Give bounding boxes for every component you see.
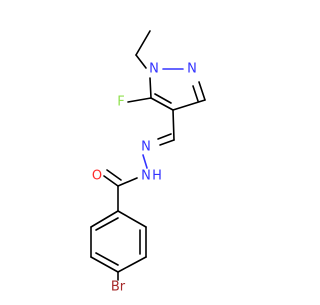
bond-ch-n-imine-double [157, 133, 172, 140]
atom-h-amide: H [152, 169, 162, 184]
bond-c4-ch [172, 109, 175, 141]
bond-n-amide-carbonyl [117, 177, 138, 187]
atom-n-imine: N [141, 140, 151, 155]
bond-ethyl-ch2-n1 [135, 54, 147, 69]
bond-c3-c4 [172, 99, 206, 111]
bond-ch-n-imine [159, 139, 175, 146]
bond-c4-c5 [150, 97, 174, 111]
bond-c5-n1 [149, 77, 152, 99]
bond-n-imine-n-amide [142, 154, 148, 169]
bond-carbonyl-o [103, 175, 119, 187]
bond-ar3-ar4 [117, 256, 147, 273]
bond-ar6-ar1 [90, 210, 119, 228]
molecule-canvas: N N F N N H O Br [90, 30, 206, 295]
bond-ar4-ar5-double [95, 252, 119, 266]
bond-n2-c3-double [192, 85, 199, 102]
bond-ethyl-ch3-ch2 [135, 30, 151, 56]
atom-br: Br [111, 280, 126, 295]
bond-ar6-ar1-double [95, 217, 119, 231]
atom-n2: N [187, 62, 197, 77]
atom-n1: N [149, 62, 159, 77]
atom-f: F [117, 95, 124, 110]
atom-o: O [92, 169, 102, 184]
bond-ar4-ar5 [90, 256, 119, 273]
molecule-structure: N N F N N H O Br [90, 30, 206, 295]
bond-c4-c5-double [154, 93, 172, 104]
bond-n2-c3 [198, 81, 206, 101]
bond-c5-f [127, 97, 152, 103]
atom-n-amide: N [141, 169, 151, 184]
bond-ar1-ar2 [117, 210, 147, 228]
bond-carbonyl-o-double [106, 169, 122, 181]
